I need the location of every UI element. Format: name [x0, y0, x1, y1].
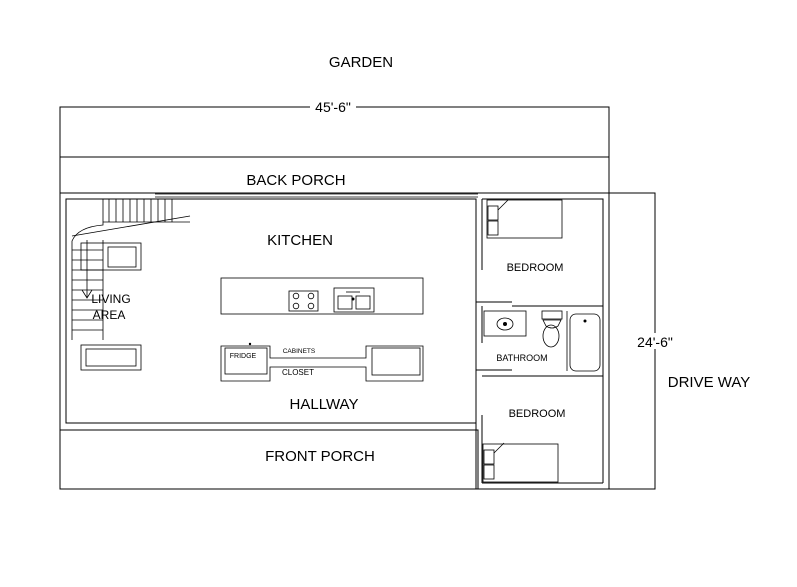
dimension-gap — [310, 100, 356, 114]
front-porch-label: FRONT PORCH — [265, 448, 375, 465]
closet-label: CLOSET — [282, 368, 314, 377]
bathroom-fixtures — [483, 310, 601, 372]
width-dimension: 45'-6" — [315, 99, 351, 115]
bed-bottom-icon — [482, 442, 559, 483]
living-area-label-1: LIVING — [91, 292, 130, 306]
bed-top-icon — [486, 199, 563, 239]
depth-gap — [630, 333, 678, 349]
kitchen-island — [220, 277, 424, 315]
bedroom-bottom-label: BEDROOM — [509, 408, 566, 420]
front-porch — [59, 429, 479, 490]
sofa-top — [80, 242, 142, 271]
fridge-label: FRIDGE — [230, 353, 257, 360]
hallway-label: HALLWAY — [290, 396, 359, 413]
kitchen-counter-unit — [220, 342, 424, 382]
garden-label: GARDEN — [329, 54, 393, 71]
bedroom-top-walls — [482, 198, 604, 307]
staircase — [71, 199, 191, 340]
house-outline — [59, 192, 610, 490]
living-area-label-2: AREA — [93, 308, 126, 322]
bedroom-top-label: BEDROOM — [507, 262, 564, 274]
stove-icon — [288, 290, 319, 312]
sofa-bottom — [80, 344, 142, 371]
cabinets-label: CABINETS — [283, 348, 316, 355]
bathroom-label: BATHROOM — [496, 353, 547, 363]
depth-dimension: 24'-6" — [637, 334, 673, 350]
drive-way-label: DRIVE WAY — [668, 374, 751, 391]
kitchen-label: KITCHEN — [267, 232, 333, 249]
sink-icon — [333, 287, 375, 313]
back-porch-label: BACK PORCH — [246, 172, 345, 189]
